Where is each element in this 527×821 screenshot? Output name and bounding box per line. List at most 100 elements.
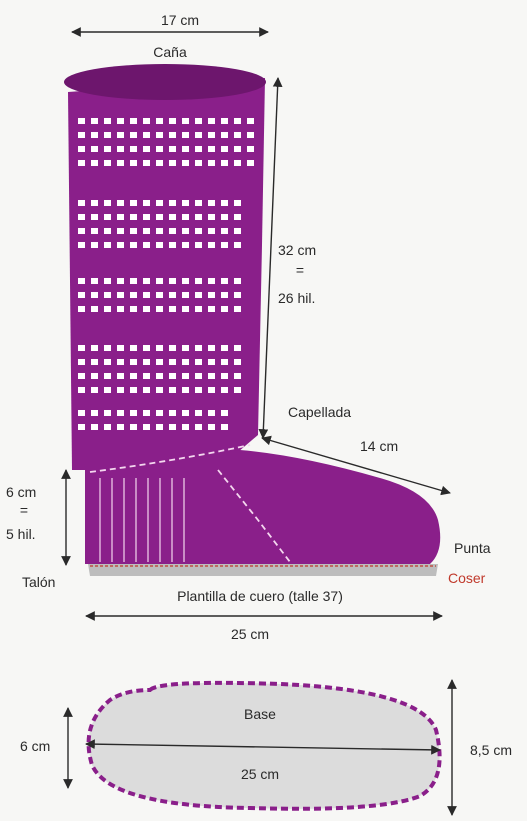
pattern-hole bbox=[169, 410, 176, 416]
pattern-hole bbox=[130, 278, 137, 284]
pattern-hole bbox=[130, 118, 137, 124]
seam-line-top bbox=[89, 444, 251, 473]
pattern-hole bbox=[169, 292, 176, 298]
label-punta: Punta bbox=[454, 540, 491, 556]
pattern-hole bbox=[117, 118, 124, 124]
pattern-hole bbox=[156, 292, 163, 298]
pattern-hole bbox=[104, 306, 111, 312]
pattern-hole bbox=[234, 228, 241, 234]
pattern-hole bbox=[130, 214, 137, 220]
pattern-hole bbox=[234, 292, 241, 298]
pattern-hole bbox=[78, 242, 85, 248]
pattern-hole bbox=[182, 200, 189, 206]
pattern-hole bbox=[195, 228, 202, 234]
pattern-hole bbox=[91, 214, 98, 220]
label-width-top: 17 cm bbox=[160, 12, 200, 28]
base-insole bbox=[86, 680, 442, 811]
pattern-hole bbox=[104, 410, 111, 416]
pattern-hole bbox=[208, 242, 215, 248]
pattern-hole bbox=[143, 292, 150, 298]
pattern-hole bbox=[156, 410, 163, 416]
pattern-hole bbox=[156, 306, 163, 312]
pattern-hole bbox=[78, 345, 85, 351]
pattern-hole bbox=[78, 424, 85, 430]
pattern-hole bbox=[195, 345, 202, 351]
pattern-hole bbox=[117, 200, 124, 206]
pattern-hole bbox=[156, 160, 163, 166]
pattern-hole bbox=[247, 160, 254, 166]
label-height-rows: 26 hil. bbox=[278, 290, 316, 306]
pattern-hole bbox=[91, 200, 98, 206]
pattern-hole bbox=[91, 387, 98, 393]
pattern-hole bbox=[130, 146, 137, 152]
pattern-hole bbox=[195, 292, 202, 298]
pattern-hole bbox=[143, 373, 150, 379]
label-capellada: Capellada bbox=[288, 404, 352, 420]
pattern-hole bbox=[208, 424, 215, 430]
label-base-width: 6 cm bbox=[20, 738, 51, 754]
label-cana: Caña bbox=[153, 44, 187, 60]
pattern-hole bbox=[91, 132, 98, 138]
pattern-hole bbox=[234, 160, 241, 166]
pattern-hole bbox=[169, 278, 176, 284]
pattern-hole bbox=[195, 146, 202, 152]
pattern-hole bbox=[221, 242, 228, 248]
pattern-hole bbox=[234, 306, 241, 312]
pattern-hole bbox=[156, 278, 163, 284]
pattern-hole bbox=[156, 200, 163, 206]
pattern-hole bbox=[234, 118, 241, 124]
pattern-hole bbox=[117, 345, 124, 351]
pattern-hole bbox=[104, 118, 111, 124]
pattern-hole bbox=[91, 292, 98, 298]
pattern-hole bbox=[78, 146, 85, 152]
pattern-hole bbox=[91, 118, 98, 124]
pattern-hole bbox=[169, 373, 176, 379]
pattern-hole bbox=[182, 306, 189, 312]
pattern-hole bbox=[104, 214, 111, 220]
pattern-hole bbox=[221, 306, 228, 312]
label-base: Base bbox=[244, 706, 276, 722]
pattern-hole bbox=[91, 410, 98, 416]
pattern-hole bbox=[234, 373, 241, 379]
label-base-height: 8,5 cm bbox=[470, 742, 513, 758]
pattern-hole bbox=[117, 146, 124, 152]
seam-line-diagonal bbox=[217, 469, 291, 563]
pattern-hole bbox=[169, 228, 176, 234]
leather-sole bbox=[88, 564, 438, 576]
pattern-hole bbox=[208, 373, 215, 379]
pattern-hole bbox=[221, 424, 228, 430]
pattern-hole bbox=[130, 410, 137, 416]
pattern-hole bbox=[104, 200, 111, 206]
boot-shaft bbox=[68, 78, 265, 470]
pattern-hole bbox=[130, 306, 137, 312]
pattern-hole bbox=[91, 306, 98, 312]
pattern-hole bbox=[221, 387, 228, 393]
pattern-hole bbox=[182, 132, 189, 138]
pattern-hole bbox=[91, 228, 98, 234]
pattern-hole bbox=[221, 292, 228, 298]
pattern-hole bbox=[195, 410, 202, 416]
pattern-hole bbox=[221, 118, 228, 124]
pattern-hole bbox=[143, 118, 150, 124]
pattern-hole bbox=[156, 132, 163, 138]
arrow-shaft-height bbox=[258, 77, 283, 439]
label-heel-value: 6 cm bbox=[6, 484, 37, 500]
pattern-hole bbox=[78, 200, 85, 206]
pattern-hole bbox=[182, 118, 189, 124]
pattern-hole bbox=[156, 359, 163, 365]
pattern-hole bbox=[169, 214, 176, 220]
pattern-hole bbox=[195, 118, 202, 124]
pattern-hole bbox=[169, 306, 176, 312]
pattern-hole bbox=[221, 200, 228, 206]
pattern-hole bbox=[130, 160, 137, 166]
pattern-hole bbox=[156, 242, 163, 248]
pattern-hole bbox=[78, 410, 85, 416]
pattern-hole bbox=[143, 214, 150, 220]
pattern-hole bbox=[208, 306, 215, 312]
pattern-hole bbox=[221, 359, 228, 365]
pattern-hole bbox=[130, 345, 137, 351]
pattern-hole bbox=[91, 146, 98, 152]
pattern-hole bbox=[117, 160, 124, 166]
pattern-hole bbox=[117, 387, 124, 393]
label-height-value: 32 cm bbox=[278, 242, 317, 258]
